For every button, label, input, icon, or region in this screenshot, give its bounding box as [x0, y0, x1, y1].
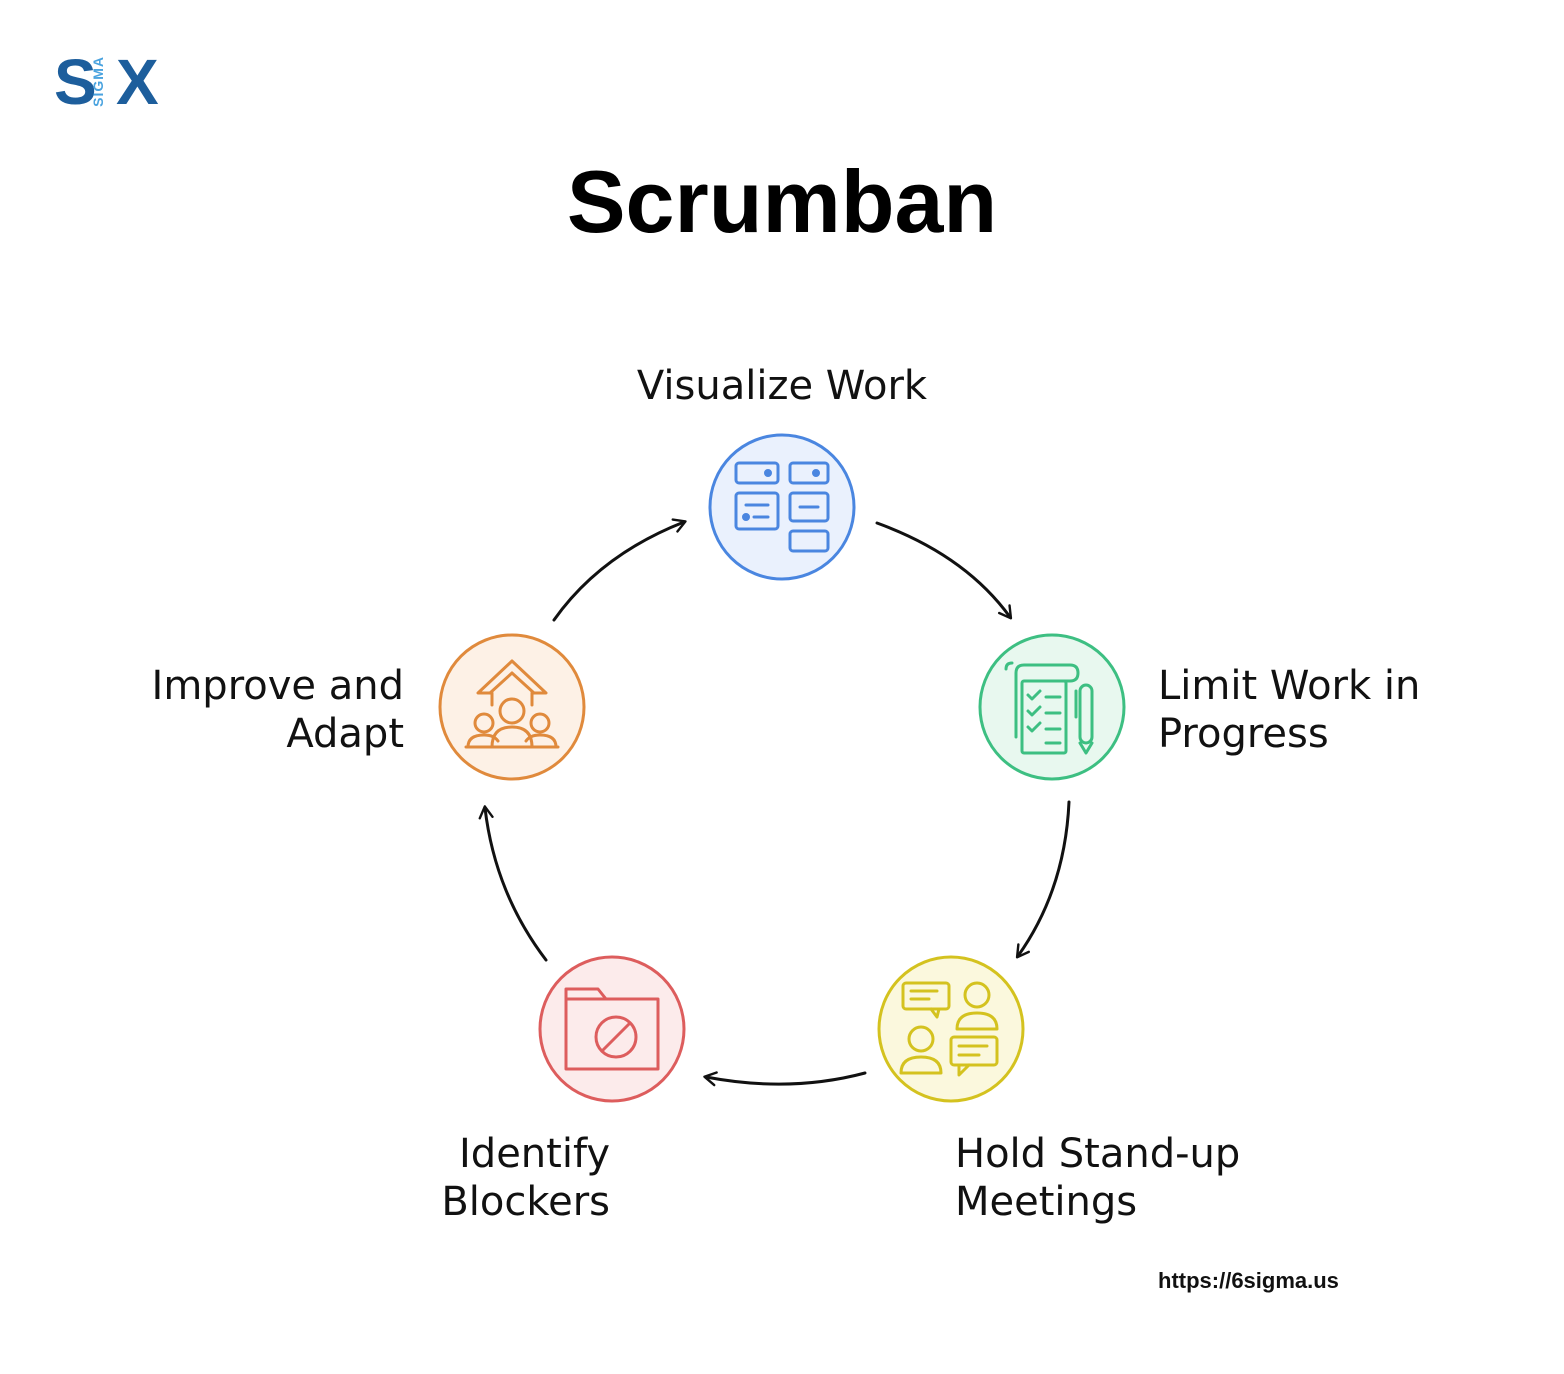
step-label-line: Blockers: [441, 1179, 610, 1225]
cycle-arrow-1: [875, 521, 1013, 620]
step-circle: [978, 633, 1126, 781]
cycle-arrow-2: [1015, 800, 1071, 959]
step-circle: [438, 633, 586, 781]
source-url: https://6sigma.us: [1158, 1268, 1339, 1293]
step-label-line: Improve and: [151, 663, 404, 709]
cycle-arrow-3: [703, 1071, 867, 1087]
step-label-1: Visualize Work: [582, 362, 982, 410]
cycle-arrows: [478, 518, 1071, 1087]
step-label-line: Limit Work in: [1158, 663, 1421, 709]
step-node-2: [978, 633, 1126, 781]
step-label-line: Visualize Work: [636, 363, 928, 409]
step-label-line: Adapt: [286, 711, 404, 757]
step-node-1: [708, 433, 856, 581]
blocked-folder-icon: [564, 987, 660, 1071]
cycle-nodes: [438, 433, 1126, 1103]
step-label-line: Identify: [459, 1131, 610, 1177]
logo-letter-s: S: [54, 46, 97, 118]
team-growth-icon: [464, 659, 560, 749]
step-label-line: Meetings: [955, 1179, 1138, 1225]
step-node-4: [538, 955, 686, 1103]
cycle-arrow-5: [552, 518, 687, 622]
step-circle: [538, 955, 686, 1103]
sixsigma-logo: S SIGMA X: [54, 50, 174, 114]
step-label-line: Hold Stand-up: [955, 1131, 1241, 1177]
step-node-3: [877, 955, 1025, 1103]
step-node-5: [438, 633, 586, 781]
step-circle: [708, 433, 856, 581]
meeting-chat-icon: [899, 981, 999, 1077]
page-title: Scrumban: [566, 152, 998, 251]
step-label-line: Progress: [1158, 711, 1329, 757]
logo-letter-x: X: [116, 46, 159, 118]
checklist-scroll-icon: [1004, 661, 1094, 755]
step-circle: [877, 955, 1025, 1103]
cycle-arrow-4: [478, 805, 548, 962]
kanban-board-icon: [734, 461, 830, 553]
